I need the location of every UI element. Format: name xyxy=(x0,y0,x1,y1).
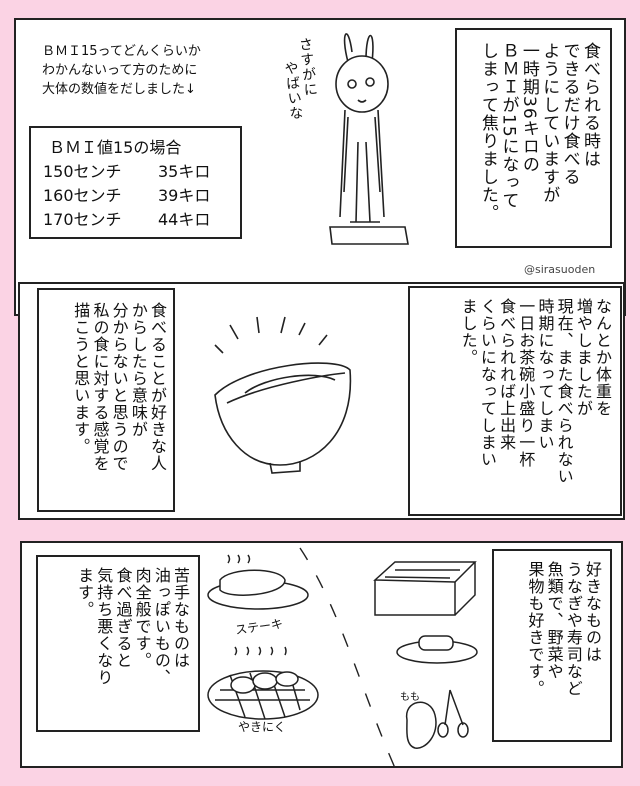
narration-line: ました。 xyxy=(458,298,478,366)
text-line: 苦手なものは xyxy=(171,567,190,669)
bmi-row: 150センチ 35キロ xyxy=(43,160,240,184)
bmi-weight: 35キロ xyxy=(158,162,211,181)
text-line: 好きなものは xyxy=(583,561,602,663)
text-line: 気持ち悪くなり xyxy=(94,567,114,686)
narration-line: 現在、また食べられない xyxy=(554,298,574,485)
bmi-height: 170センチ xyxy=(43,210,122,229)
peach-label: もも xyxy=(400,692,420,703)
text-line: ます。 xyxy=(75,567,95,618)
narration-line: しまって焦りました。 xyxy=(478,42,499,222)
intro-line: 大体の数値をだしました↓ xyxy=(42,82,196,97)
text-line: 食べることが好きな人 xyxy=(148,302,167,472)
text-line: 食べ過ぎると xyxy=(113,567,133,669)
narration-line: 時期になってしまい xyxy=(535,298,555,451)
text-line: 魚類で、野菜や xyxy=(544,561,564,680)
narration-line: ようにしていますが xyxy=(539,42,560,204)
text-line: 肉全般です。 xyxy=(132,567,152,669)
intro-line: わかんないって方のために xyxy=(42,63,198,78)
yakiniku-illustration xyxy=(207,646,319,720)
explanation-box: 食べることが好きな人 からしたら意味が 分からないと思うので 私の食に対する感覚… xyxy=(37,288,175,512)
unagi-box-illustration xyxy=(373,561,477,616)
bmi-table-box: ＢＭＩ値15の場合 150センチ 35キロ 160センチ 39キロ 170センチ 44… xyxy=(29,126,242,239)
narration-line: なんとか体重を xyxy=(593,298,612,417)
watermark: @sirasuoden xyxy=(524,263,596,276)
text-line: からしたら意味が xyxy=(128,302,148,438)
text-line: 描こうと思います。 xyxy=(71,302,91,455)
peach-and-cherry-illustration xyxy=(405,689,469,749)
narration-line: くらいになってしまい xyxy=(477,298,497,468)
text-line: 果物も好きです。 xyxy=(525,561,545,697)
bmi-table-title: ＢＭＩ値15の場合 xyxy=(49,138,182,157)
bmi-weight: 44キロ xyxy=(158,210,211,229)
yakiniku-label: やきにく xyxy=(238,720,286,734)
text-line: 私の食に対する感覚を xyxy=(90,302,110,472)
narration-line: 一時期36キロの xyxy=(518,42,539,174)
narration-line: できるだけ食べる xyxy=(559,42,580,186)
rice-bowl-illustration xyxy=(214,316,352,474)
intro-line: ＢＭＩ15ってどんくらいか xyxy=(42,44,201,59)
narration-line: 一日お茶碗小盛り一杯 xyxy=(516,298,536,468)
bmi-height: 150センチ xyxy=(43,162,122,181)
text-line: 油っぽいもの、 xyxy=(151,567,171,686)
rabbit-on-scale-illustration xyxy=(329,33,409,245)
bmi-row: 160センチ 39キロ xyxy=(43,184,240,208)
text-line: うなぎや寿司など xyxy=(563,561,583,697)
likes-box: 好きなものは うなぎや寿司など 魚類で、野菜や 果物も好きです。 xyxy=(492,549,612,742)
narration-box: 食べられる時は できるだけ食べる ようにしていますが 一時期36キロの ＢＭＩが… xyxy=(455,28,612,248)
text-line: 分からないと思うので xyxy=(109,302,129,472)
bmi-weight: 39キロ xyxy=(158,186,211,205)
narration-line: 食べられれば上出来 xyxy=(497,298,517,451)
narration-box: なんとか体重を 増やしましたが 現在、また食べられない 時期になってしまい 一日… xyxy=(408,286,622,516)
narration-line: 食べられる時は xyxy=(580,42,600,168)
narration-line: 増やしましたが xyxy=(573,298,593,417)
bmi-height: 160センチ xyxy=(43,186,122,205)
dislikes-box: 苦手なものは 油っぽいもの、 肉全般です。 食べ過ぎると 気持ち悪くなり ます。 xyxy=(36,555,200,732)
bmi-row: 170センチ 44キロ xyxy=(43,208,240,232)
narration-line: ＢＭＩが15になって xyxy=(498,42,519,210)
sushi-illustration xyxy=(396,635,478,664)
steak-illustration xyxy=(207,554,309,610)
intro-text: ＢＭＩ15ってどんくらいか わかんないって方のために 大体の数値をだしました↓ xyxy=(42,42,252,99)
